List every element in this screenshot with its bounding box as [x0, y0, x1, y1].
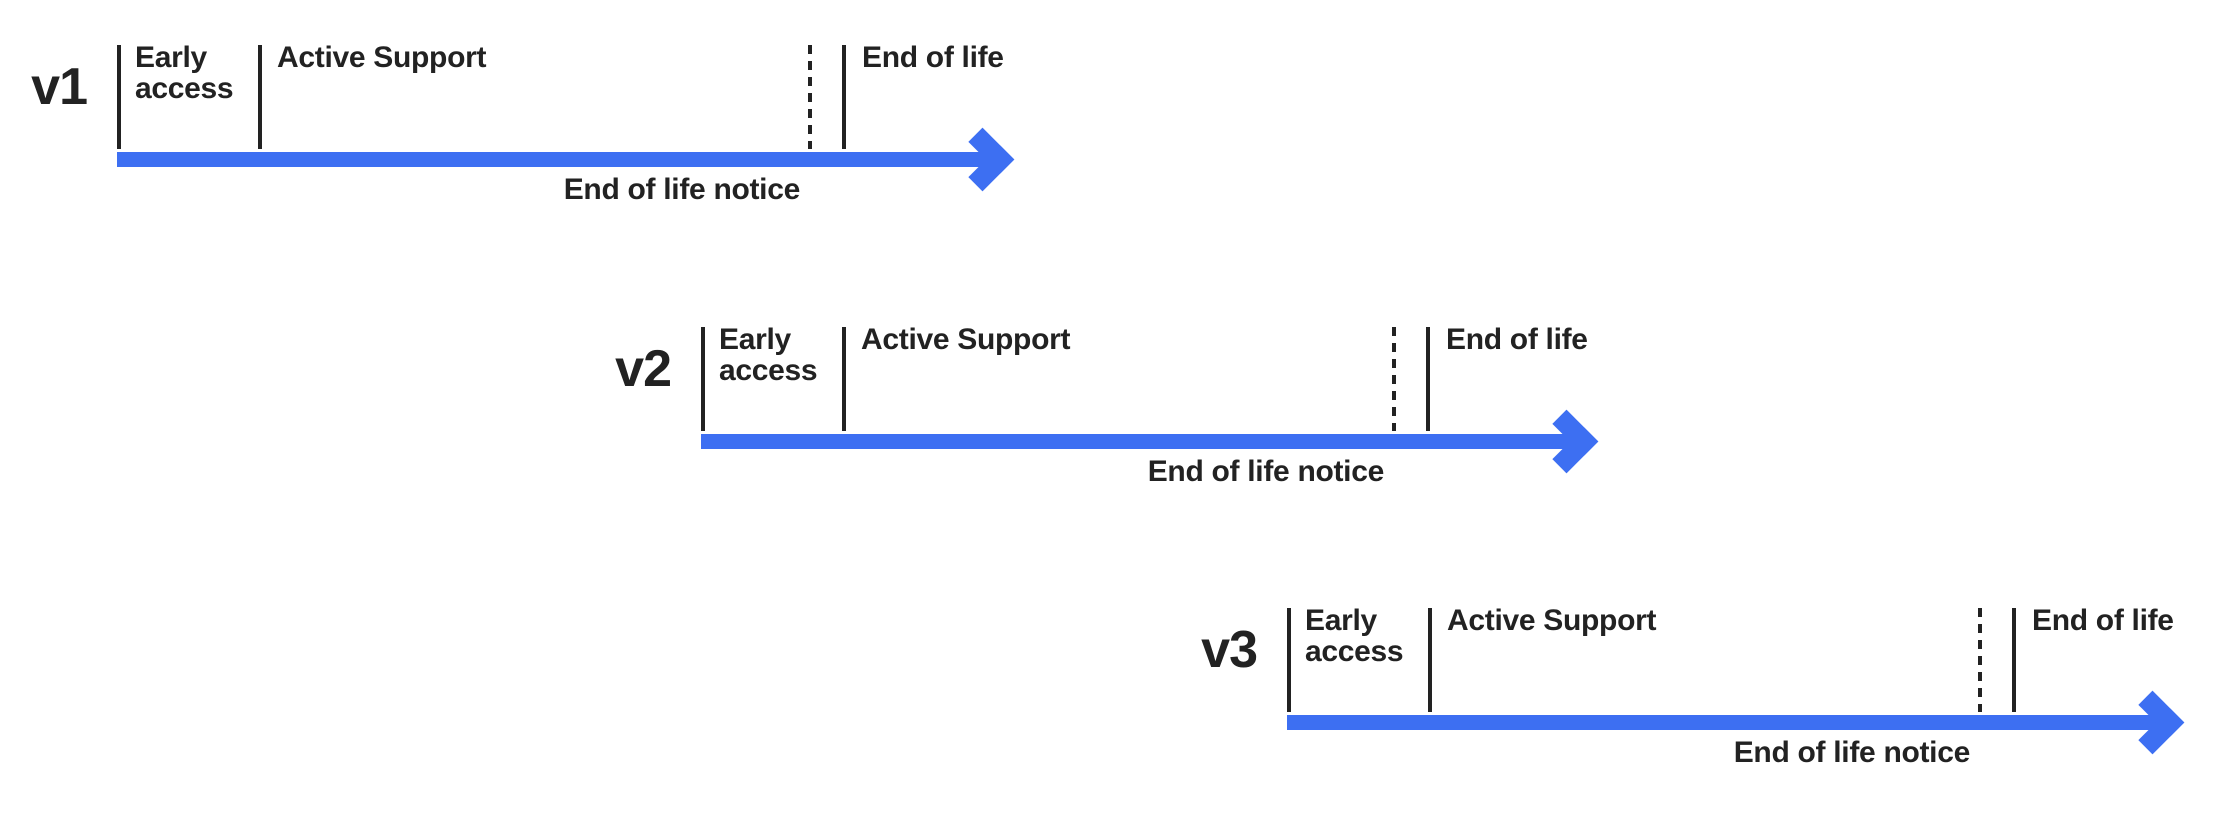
active-support-label: Active Support [277, 41, 487, 74]
active-support-start-tick [258, 45, 262, 149]
end-of-life-notice-dashed-tick [808, 45, 812, 149]
arrowhead-right-icon [1534, 409, 1599, 474]
arrowhead-right-icon [950, 127, 1015, 192]
early-access-start-tick [701, 327, 705, 431]
timeline-arrow-shaft [117, 152, 993, 167]
arrowhead-right-icon [2120, 690, 2185, 755]
active-support-start-tick [842, 327, 846, 431]
end-of-life-notice-dashed-tick [1978, 608, 1982, 712]
end-of-life-label: End of life [2032, 604, 2174, 637]
end-of-life-start-tick [1426, 327, 1430, 431]
end-of-life-notice-label: End of life notice [1147, 455, 1385, 488]
end-of-life-notice-dashed-tick [1392, 327, 1396, 431]
early-access-label: Early access [719, 323, 818, 387]
timeline-arrow-shaft [1287, 715, 2163, 730]
timeline-row-v2: v2 Early access Active Support End of li… [615, 323, 1841, 542]
version-label: v3 [1201, 621, 1258, 679]
end-of-life-label: End of life [862, 41, 1004, 74]
version-label: v2 [615, 340, 672, 398]
timeline-row-v1: v1 Early access Active Support End of li… [31, 41, 1257, 260]
active-support-start-tick [1428, 608, 1432, 712]
version-label: v1 [31, 58, 88, 116]
end-of-life-start-tick [842, 45, 846, 149]
end-of-life-notice-label: End of life notice [563, 173, 801, 206]
early-access-start-tick [1287, 608, 1291, 712]
early-access-label: Early access [135, 41, 234, 105]
early-access-start-tick [117, 45, 121, 149]
timeline-row-v3: v3 Early access Active Support End of li… [1201, 604, 2228, 823]
active-support-label: Active Support [1447, 604, 1657, 637]
end-of-life-label: End of life [1446, 323, 1588, 356]
active-support-label: Active Support [861, 323, 1071, 356]
end-of-life-notice-label: End of life notice [1733, 736, 1971, 769]
timeline-arrow-shaft [701, 434, 1577, 449]
end-of-life-start-tick [2012, 608, 2016, 712]
early-access-label: Early access [1305, 604, 1404, 668]
